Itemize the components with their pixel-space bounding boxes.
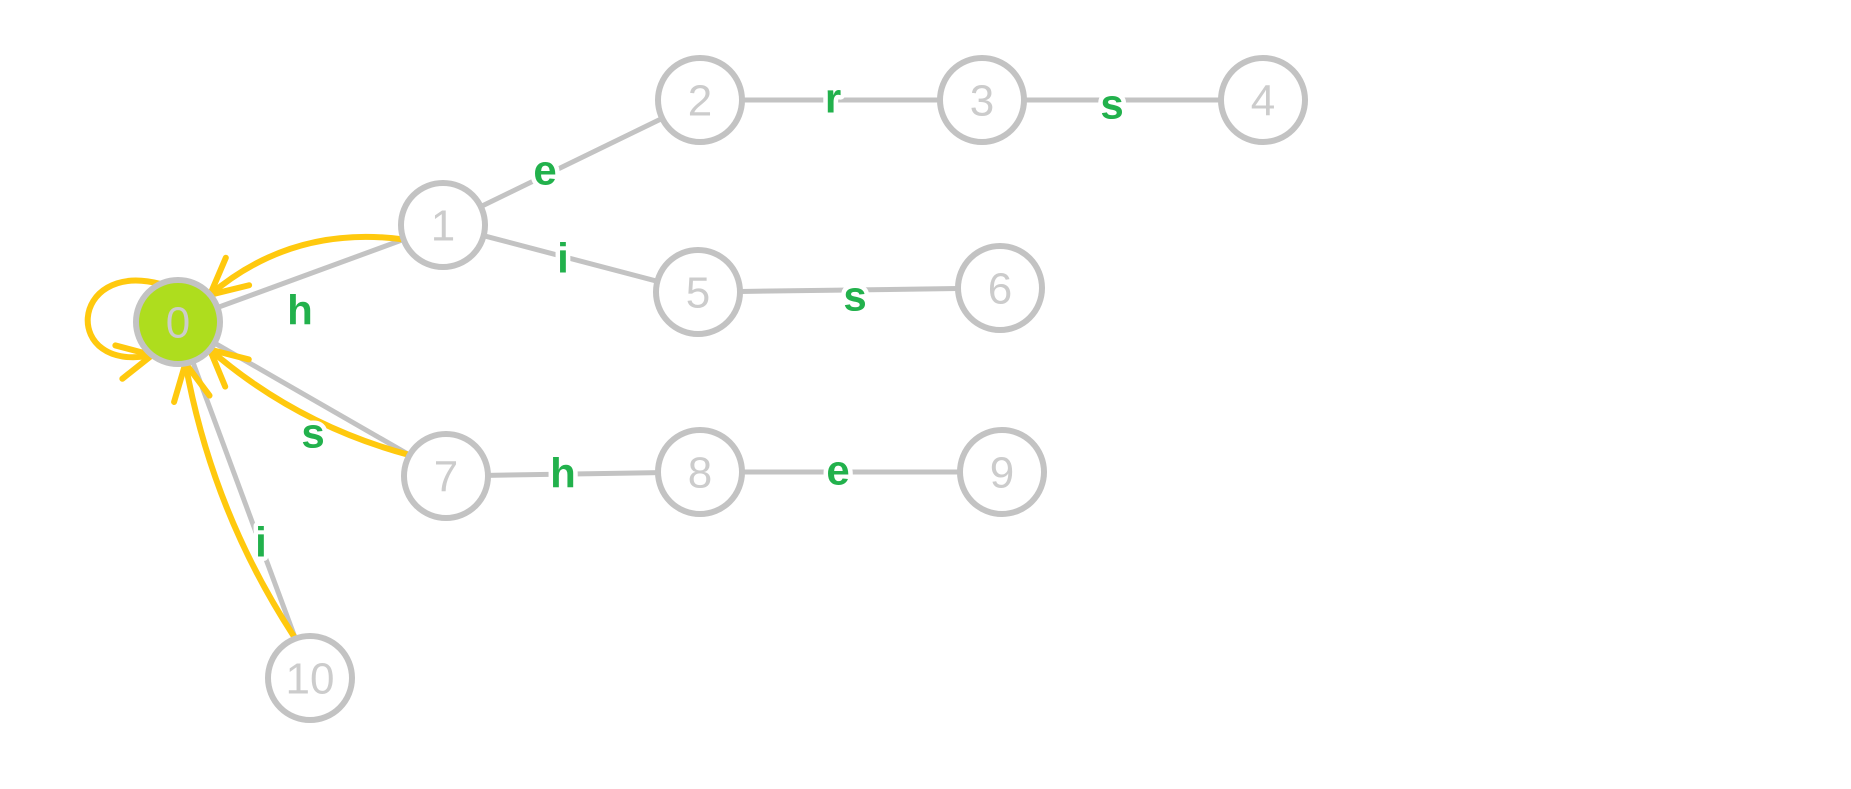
- node-label-8: 8: [688, 449, 712, 498]
- edge-label-halo-8-9: e: [826, 447, 849, 494]
- node-4[interactable]: 4: [1218, 55, 1308, 145]
- node-label-2: 2: [688, 77, 712, 126]
- edge-label-0-10: i: [255, 519, 267, 566]
- edge-label-1-2: e: [533, 147, 556, 194]
- node-label-5: 5: [686, 269, 710, 318]
- node-circle-8[interactable]: [655, 427, 745, 517]
- edge-label-halo-0-7: s: [301, 410, 324, 457]
- node-10[interactable]: 10: [265, 633, 355, 723]
- node-circle-6[interactable]: [955, 243, 1045, 333]
- node-circle-10[interactable]: [265, 633, 355, 723]
- node-7[interactable]: 7: [401, 431, 491, 521]
- tree-edge-layer: [190, 97, 1221, 640]
- node-circle-3[interactable]: [937, 55, 1027, 145]
- node-label-10: 10: [286, 655, 335, 704]
- node-circle-2[interactable]: [655, 55, 745, 145]
- suffix-link-10-to-0: [182, 360, 299, 642]
- edge-label-halo-0-10: i: [255, 519, 267, 566]
- edge-label-halo-1-2: e: [533, 147, 556, 194]
- edge-label-halo-7-8: h: [550, 450, 576, 497]
- node-circle-5[interactable]: [653, 247, 743, 337]
- edge-label-8-9: e: [826, 447, 849, 494]
- tree-edge-1-2: [479, 116, 664, 209]
- node-5[interactable]: 5: [653, 247, 743, 337]
- node-circle-0[interactable]: [133, 277, 223, 367]
- node-label-0: 0: [166, 299, 190, 348]
- node-label-6: 6: [988, 265, 1012, 314]
- node-circle-4[interactable]: [1218, 55, 1308, 145]
- node-3[interactable]: 3: [937, 55, 1027, 145]
- edge-label-0-1: h: [287, 287, 313, 334]
- tree-edge-0-1: [216, 237, 405, 310]
- suffix-link-7-to-0: [206, 346, 413, 459]
- node-label-1: 1: [431, 202, 455, 251]
- node-layer: 0 1 2 3 4 5 6 7 8 9 10: [133, 55, 1308, 723]
- node-label-7: 7: [434, 453, 458, 502]
- node-label-4: 4: [1251, 77, 1275, 126]
- edge-label-1-5: i: [557, 235, 569, 282]
- edge-label-7-8: h: [550, 450, 576, 497]
- edge-label-halo-0-1: h: [287, 287, 313, 334]
- node-circle-7[interactable]: [401, 431, 491, 521]
- node-9[interactable]: 9: [957, 427, 1047, 517]
- node-circle-1[interactable]: [398, 180, 488, 270]
- node-2[interactable]: 2: [655, 55, 745, 145]
- node-1[interactable]: 1: [398, 180, 488, 270]
- tree-edge-0-10: [190, 360, 298, 640]
- edge-label-halo-5-6: s: [843, 273, 866, 320]
- node-label-9: 9: [990, 449, 1014, 498]
- node-0[interactable]: 0: [133, 277, 223, 367]
- suffix-link-0-to-0: [84, 277, 164, 361]
- edge-label-halo-1-5: i: [557, 235, 569, 282]
- edge-label-2-3: r: [825, 75, 841, 122]
- node-label-3: 3: [970, 77, 994, 126]
- node-circle-9[interactable]: [957, 427, 1047, 517]
- tree-edge-1-5: [482, 233, 659, 284]
- edge-label-halo-3-4: s: [1100, 81, 1123, 128]
- suffix-link-1-to-0: [207, 233, 407, 298]
- tree-edge-5-6: [739, 286, 959, 294]
- edge-label-0-7: s: [301, 410, 324, 457]
- node-6[interactable]: 6: [955, 243, 1045, 333]
- edge-label-5-6: s: [843, 273, 866, 320]
- tree-edge-7-8: [487, 470, 659, 478]
- edge-label-3-4: s: [1100, 81, 1123, 128]
- node-8[interactable]: 8: [655, 427, 745, 517]
